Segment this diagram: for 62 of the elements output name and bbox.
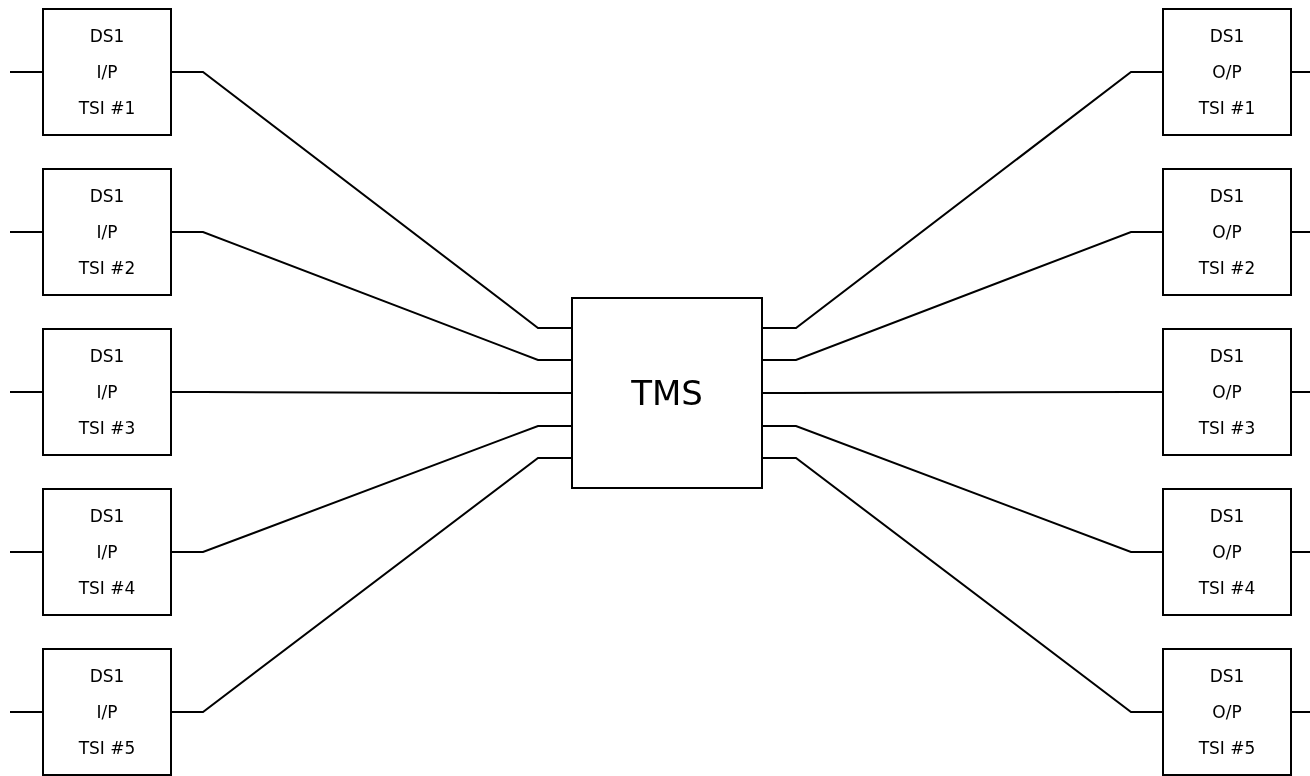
box-label: TSI #5: [78, 737, 136, 760]
box-label: DS1: [89, 665, 125, 688]
box-label: TSI #2: [78, 257, 136, 280]
box-label: TSI #5: [1198, 737, 1256, 760]
box-label: O/P: [1212, 701, 1242, 724]
box-label: O/P: [1212, 61, 1242, 84]
connector-line: [171, 391, 572, 394]
interface-box: [42, 8, 172, 136]
connector-line: [9, 71, 43, 73]
box-label: TSI #1: [78, 97, 136, 120]
connector-line: [9, 711, 43, 713]
box-label: DS1: [1209, 505, 1245, 528]
connector-line: [171, 425, 572, 553]
connector-line: [1291, 71, 1310, 73]
interface-box: [1162, 168, 1292, 296]
box-label: I/P: [96, 701, 118, 724]
connector-line: [171, 457, 572, 713]
connector-line: [1291, 391, 1310, 393]
interface-box: [42, 488, 172, 616]
connector-line: [171, 231, 572, 361]
box-label: TSI #1: [1198, 97, 1256, 120]
connector-line: [762, 231, 1163, 361]
box-label: TSI #3: [1198, 417, 1256, 440]
box-label: O/P: [1212, 381, 1242, 404]
interface-box: [1162, 488, 1292, 616]
connector-line: [9, 231, 43, 233]
connector-line: [762, 71, 1163, 329]
connector-line: [1291, 231, 1310, 233]
box-label: TSI #4: [1198, 577, 1256, 600]
interface-box: [42, 328, 172, 456]
box-label: TMS: [631, 373, 703, 413]
interface-box: [42, 168, 172, 296]
box-label: DS1: [89, 25, 125, 48]
switch-box: [571, 297, 763, 489]
interface-box: [1162, 328, 1292, 456]
box-label: DS1: [89, 185, 125, 208]
box-label: DS1: [89, 505, 125, 528]
connector-line: [1291, 551, 1310, 553]
box-label: I/P: [96, 221, 118, 244]
box-label: TSI #2: [1198, 257, 1256, 280]
box-label: I/P: [96, 61, 118, 84]
box-label: DS1: [1209, 185, 1245, 208]
box-label: DS1: [1209, 25, 1245, 48]
box-label: DS1: [1209, 345, 1245, 368]
interface-box: [1162, 8, 1292, 136]
connector-line: [9, 551, 43, 553]
connector-line: [762, 457, 1163, 713]
box-label: DS1: [89, 345, 125, 368]
connector-line: [1291, 711, 1310, 713]
box-label: I/P: [96, 541, 118, 564]
box-label: O/P: [1212, 541, 1242, 564]
connector-line: [762, 425, 1163, 553]
box-label: I/P: [96, 381, 118, 404]
box-label: DS1: [1209, 665, 1245, 688]
connector-line: [171, 71, 572, 329]
box-label: O/P: [1212, 221, 1242, 244]
interface-box: [1162, 648, 1292, 776]
connector-line: [762, 391, 1163, 394]
interface-box: [42, 648, 172, 776]
box-label: TSI #3: [78, 417, 136, 440]
box-label: TSI #4: [78, 577, 136, 600]
connector-line: [9, 391, 43, 393]
